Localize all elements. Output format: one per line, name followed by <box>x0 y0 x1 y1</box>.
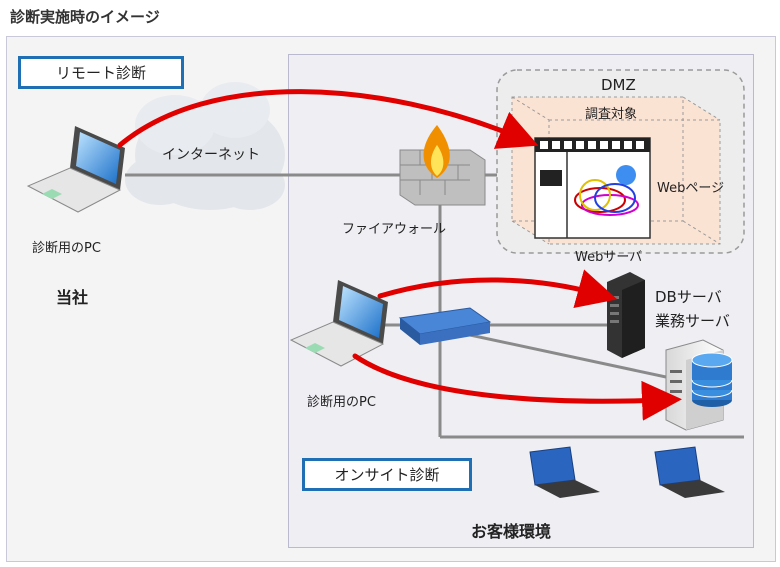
cloud-icon <box>125 82 285 210</box>
onsite-diagnosis-label: オンサイト診断 <box>302 458 472 491</box>
db-server-icon <box>607 272 645 358</box>
dmz-label: DMZ <box>601 76 636 94</box>
customer-laptop-icon-1 <box>529 446 600 498</box>
switch-icon <box>398 307 492 345</box>
onsite-laptop-icon <box>289 280 388 367</box>
customer-laptop-icon-2 <box>654 446 725 498</box>
webpage-label: Webページ <box>657 181 725 196</box>
onsite-arrow-biz <box>352 353 682 421</box>
remote-laptop-icon <box>26 126 125 213</box>
webpage-icon <box>534 137 651 239</box>
firewall-icon <box>399 125 486 206</box>
onsite-arrow-db <box>377 269 618 308</box>
internet-label: インターネット <box>162 147 260 163</box>
onsite-pc-label: 診断用のPC <box>307 395 376 410</box>
firewall-label: ファイアウォール <box>342 222 447 237</box>
diagram-title: 診断実施時のイメージ <box>10 8 160 26</box>
customer-environment-label: お客様環境 <box>471 522 552 541</box>
company-label: 当社 <box>56 288 89 307</box>
webserver-label: Webサーバ <box>575 250 643 265</box>
target-label: 調査対象 <box>585 107 638 122</box>
diagnosis-arrows <box>117 89 682 421</box>
remote-arrow <box>117 89 539 149</box>
remote-diagnosis-label: リモート診断 <box>18 56 184 89</box>
business-server-label: 業務サーバ <box>655 312 730 330</box>
database-icon <box>691 352 733 407</box>
business-server-icon <box>665 339 733 431</box>
remote-pc-label: 診断用のPC <box>32 241 101 256</box>
db-server-label: DBサーバ <box>655 288 722 306</box>
